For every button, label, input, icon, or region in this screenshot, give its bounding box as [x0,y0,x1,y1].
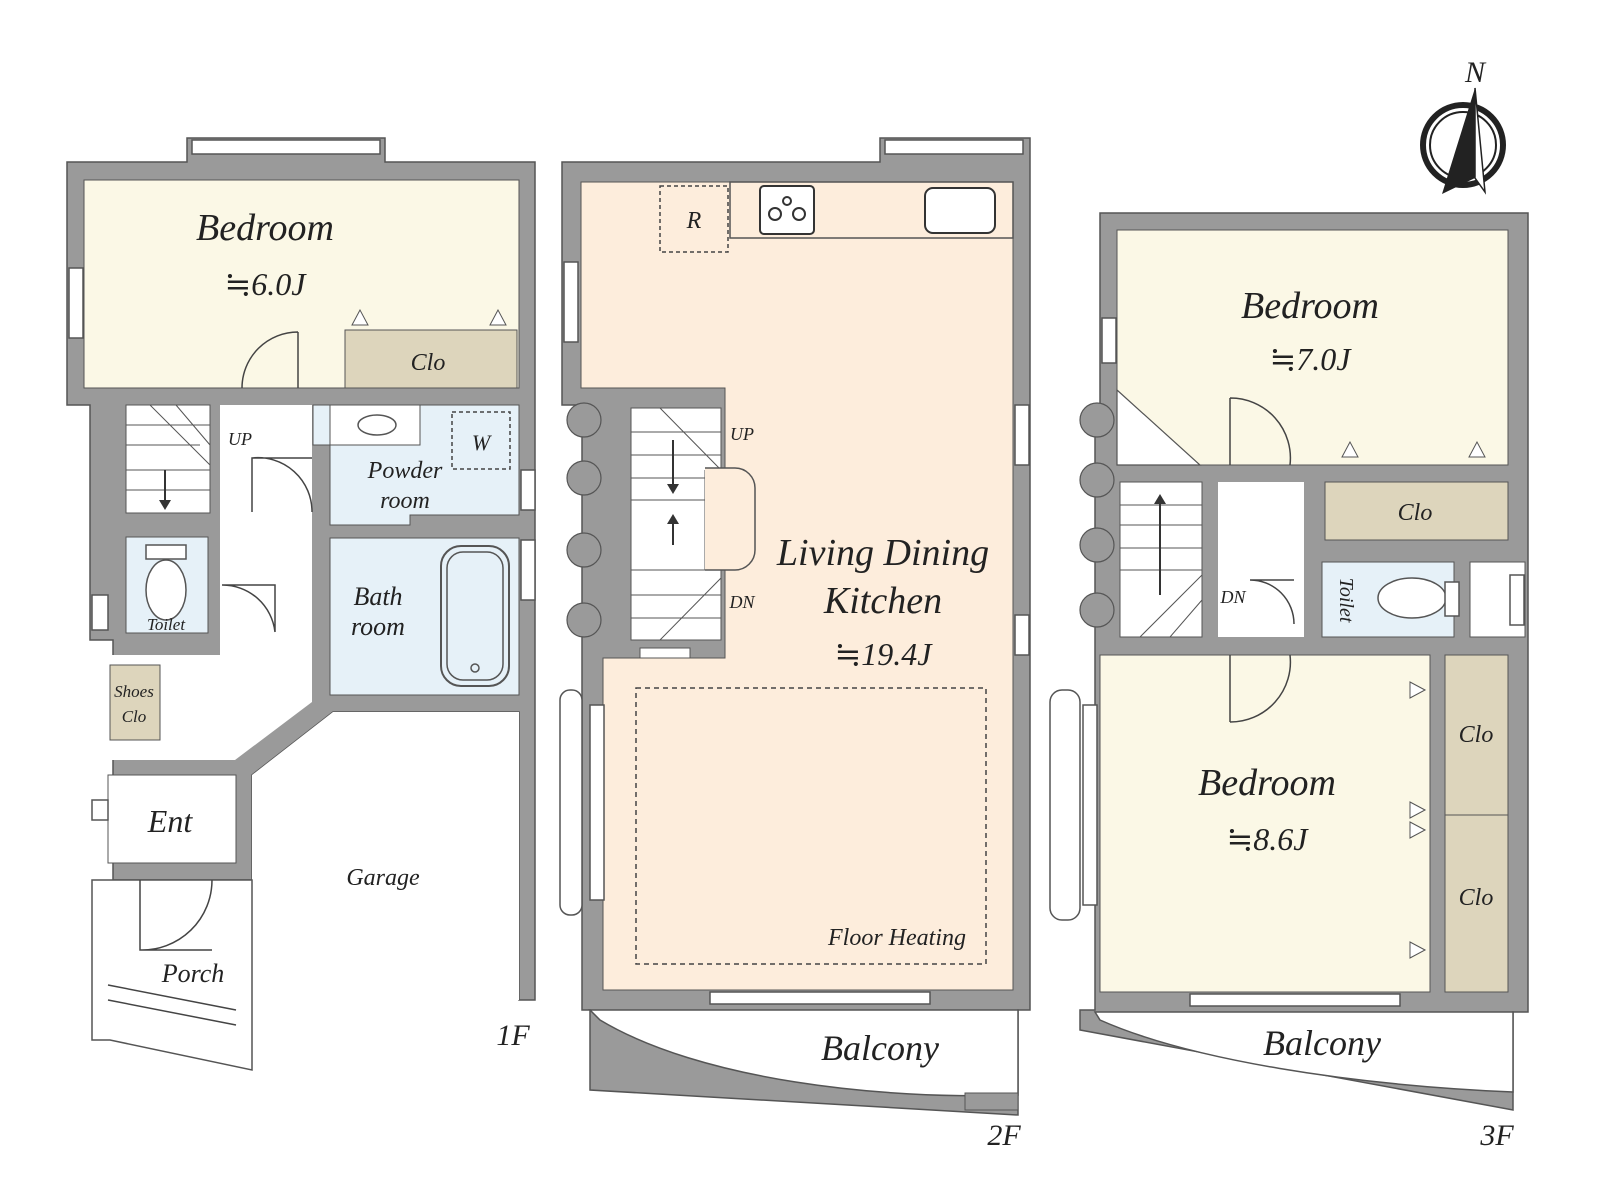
room-entrance-1f [107,774,237,864]
label-powder-room-1f: room [380,488,430,514]
label-shoes-1f: Shoes [114,682,154,701]
floor-3f: Bedroom ≒7.0J Clo DN Toilet Bedroom ≒8.6… [1049,212,1529,1152]
label-porch-1f: Porch [161,959,225,988]
label-stairs-down-2f: DN [728,592,755,612]
closet-shoes-1f [109,664,161,741]
closet-1f [344,329,518,389]
label-ldk-size-2f: ≒19.4J [834,636,933,672]
label-closet-east-2-3f: Clo [1459,885,1494,911]
room-bedroom-north-3f [1116,229,1509,466]
label-stairs-down-3f: DN [1219,587,1246,607]
label-closet-north-3f: Clo [1398,500,1433,526]
label-garage-1f: Garage [346,865,420,891]
label-powder-1f: Powder [367,458,443,484]
closet-east-2-3f [1444,814,1509,993]
closet-east-1-3f [1444,654,1509,816]
label-toilet-1f: Toilet [147,615,186,634]
room-ldk-2f [580,181,1014,991]
label-entrance-1f: Ent [147,803,194,839]
label-refrigerator-2f: R [686,208,702,234]
label-floor-1f: 1F [496,1019,530,1052]
label-balcony-2f: Balcony [821,1028,939,1068]
label-bedroom-north-size-3f: ≒7.0J [1269,341,1352,377]
label-floor-heating-2f: Floor Heating [827,925,966,951]
label-closet-east-1-3f: Clo [1459,722,1494,748]
label-bedroom-1f: Bedroom [196,207,334,249]
label-washer-1f: W [472,430,492,455]
label-floor-3f: 3F [1479,1119,1514,1152]
label-ldk-kitchen-2f: Kitchen [823,580,942,622]
compass-ring-icon [1420,102,1506,188]
compass: N [1420,56,1506,195]
compass-north-arrow-icon [1442,88,1475,194]
label-bedroom-south-3f: Bedroom [1198,762,1336,804]
label-bath-1f: Bath [353,582,402,611]
floor-1f: Bedroom ≒6.0J Clo UP W Powder room Bath … [66,137,536,1071]
label-shoes-clo-1f: Clo [122,707,147,726]
closet-north-3f [1324,481,1509,541]
label-stairs-up-2f: UP [730,424,754,444]
label-bedroom-size-1f: ≒6.0J [224,266,307,302]
label-bedroom-north-3f: Bedroom [1241,285,1379,327]
label-bedroom-south-size-3f: ≒8.6J [1226,821,1309,857]
label-closet-1f: Clo [411,350,446,376]
label-ldk-2f: Living Dining [776,532,989,574]
label-stairs-up-1f: UP [228,429,252,449]
label-bath-room-1f: room [351,612,405,641]
label-floor-2f: 2F [987,1119,1021,1152]
label-balcony-3f: Balcony [1263,1023,1381,1063]
floor-2f: R UP DN Living Dining Kitchen ≒19.4J Flo… [559,137,1031,1152]
label-toilet-3f: Toilet [1335,578,1357,623]
compass-north-label: N [1464,56,1487,89]
